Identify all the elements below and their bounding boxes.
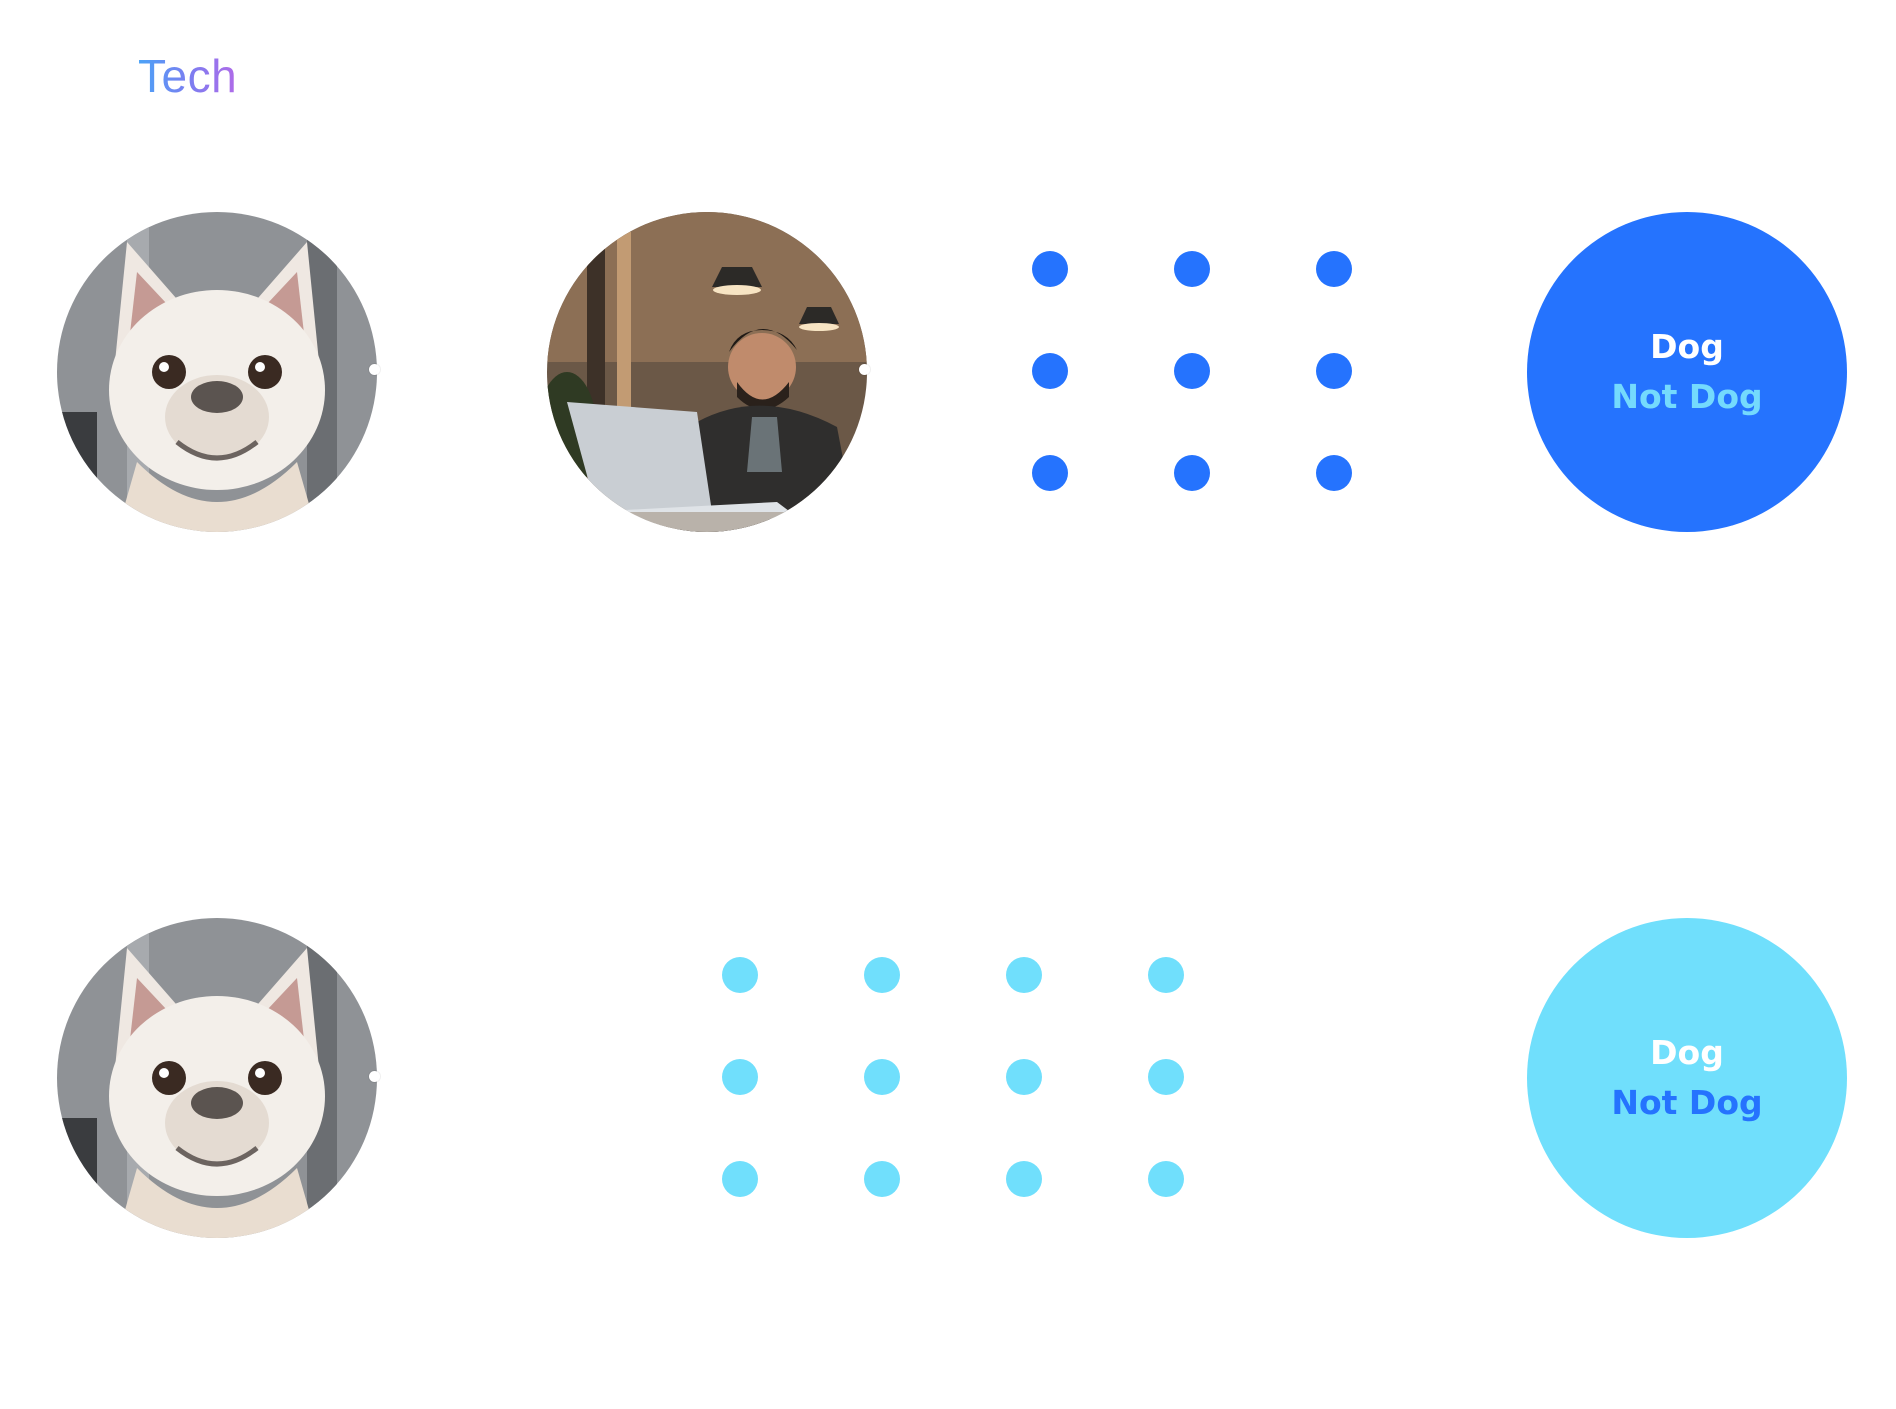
grid-dot [1006, 1161, 1042, 1197]
grid-dot [864, 1059, 900, 1095]
dog-photo-image [57, 918, 377, 1238]
grid-dot [1174, 353, 1210, 389]
result-label-dog: Dog [1650, 1033, 1724, 1072]
dot-grid-row-2 [722, 957, 1184, 1197]
grid-dot [1006, 1059, 1042, 1095]
dot-grid-row-1 [1032, 251, 1352, 491]
dog-photo-image [57, 212, 377, 532]
person-at-laptop-photo [547, 212, 867, 532]
result-label-dog: Dog [1650, 327, 1724, 366]
grid-dot [722, 1161, 758, 1197]
grid-dot [1174, 251, 1210, 287]
dog-photo [57, 212, 377, 532]
grid-dot [864, 1161, 900, 1197]
dog-photo [57, 918, 377, 1238]
grid-dot [1148, 1059, 1184, 1095]
result-circle-row-2: Dog Not Dog [1527, 918, 1847, 1238]
result-label-not-dog: Not Dog [1611, 1083, 1763, 1122]
grid-dot [722, 957, 758, 993]
grid-dot [1032, 353, 1068, 389]
grid-dot [1148, 957, 1184, 993]
result-label-not-dog: Not Dog [1611, 377, 1763, 416]
grid-dot [1032, 455, 1068, 491]
person-photo-connector-dot [859, 364, 870, 375]
grid-dot [1032, 251, 1068, 287]
brand-label: Tech [138, 50, 238, 102]
grid-dot [1148, 1161, 1184, 1197]
grid-dot [1006, 957, 1042, 993]
grid-dot [1316, 455, 1352, 491]
grid-dot [864, 957, 900, 993]
person-at-laptop-image [547, 212, 867, 532]
grid-dot [722, 1059, 758, 1095]
dog-photo-connector-dot [369, 364, 380, 375]
result-circle-row-1: Dog Not Dog [1527, 212, 1847, 532]
grid-dot [1174, 455, 1210, 491]
grid-dot [1316, 251, 1352, 287]
grid-dot [1316, 353, 1352, 389]
dog-photo-connector-dot [369, 1071, 380, 1082]
